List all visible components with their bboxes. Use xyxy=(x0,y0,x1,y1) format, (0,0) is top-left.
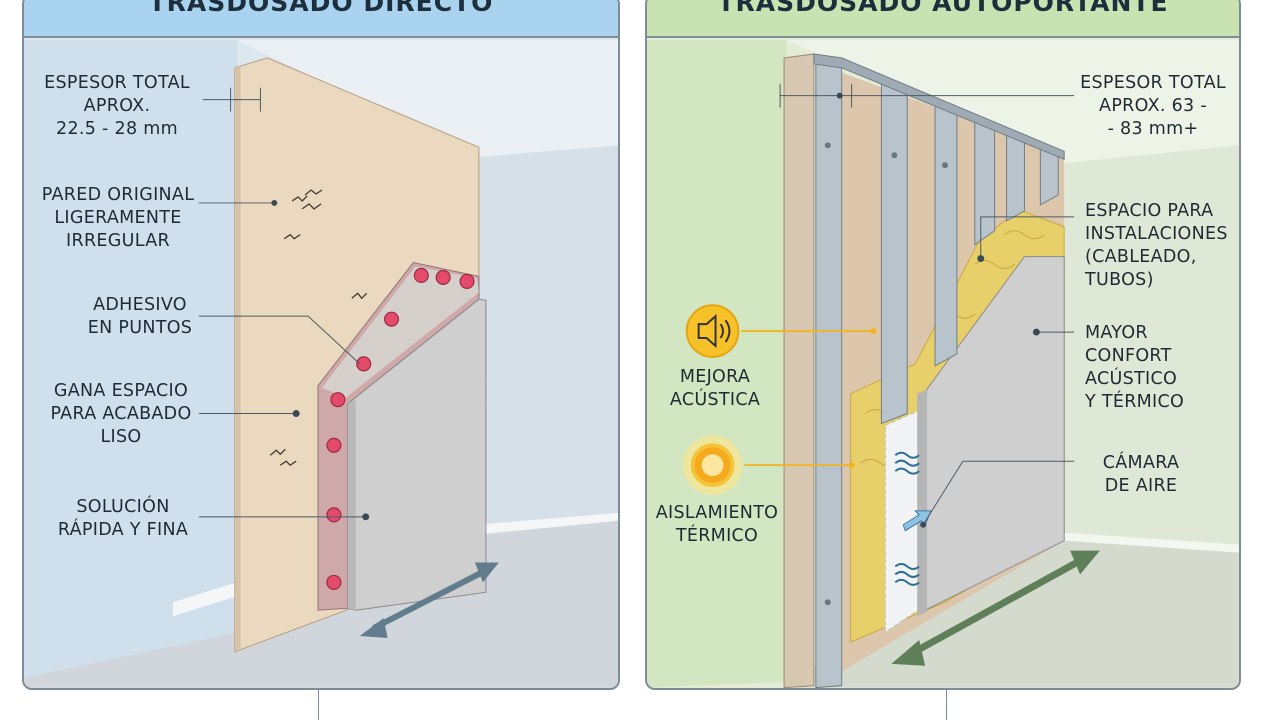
label-line: LISO xyxy=(100,427,142,447)
quick-solution-label: SOLUCIÓN RÁPIDA Y FINA xyxy=(42,496,204,542)
label-line: ACÚSTICO xyxy=(1085,369,1178,389)
plaster-board-edge xyxy=(917,389,928,617)
metal-stud xyxy=(974,118,996,246)
space-gain-label: GANA ESPACIO PARA ACABADO LISO xyxy=(38,380,204,449)
wall-irregularity-marks xyxy=(269,189,368,467)
thermal-label: AISLAMIENTO TÉRMICO xyxy=(649,502,785,548)
room-ceiling xyxy=(786,40,1239,164)
comfort-label: MAYOR CONFORT ACÚSTICO Y TÉRMICO xyxy=(1085,322,1239,414)
panel-trasdosado-directo: TRASDOSADO DIRECTO xyxy=(22,0,620,690)
label-line: IRREGULAR xyxy=(66,231,170,251)
double-arrow-icon xyxy=(359,562,499,639)
label-line: GANA ESPACIO xyxy=(53,381,189,401)
panel-title: TRASDOSADO DIRECTO xyxy=(24,0,618,38)
thickness-label: ESPESOR TOTAL APROX. 22.5 - 28 mm xyxy=(32,72,202,141)
icon-leader-lines xyxy=(741,330,874,467)
direct-lining-illustration xyxy=(24,40,618,688)
label-line: AISLAMIENTO xyxy=(655,503,779,523)
stud-holes xyxy=(824,142,948,606)
label-line: TÉRMICO xyxy=(675,526,759,546)
label-line: Y TÉRMICO xyxy=(1085,392,1185,412)
label-line: DE AIRE xyxy=(1104,476,1178,496)
adhesive-dot xyxy=(356,356,372,372)
adhesive-dot xyxy=(459,273,475,289)
adhesive-dot xyxy=(435,269,451,285)
label-line: ACÚSTICA xyxy=(669,390,761,410)
label-line: RÁPIDA Y FINA xyxy=(57,520,189,540)
baseboard-right xyxy=(475,512,618,535)
adhesive-dot xyxy=(326,437,342,453)
label-line: INSTALACIONES xyxy=(1085,224,1228,244)
original-wall-edge xyxy=(234,65,241,652)
sun-icon xyxy=(682,435,743,495)
double-arrow-icon xyxy=(891,550,1100,666)
label-line: 22.5 - 28 mm xyxy=(56,119,178,139)
label-line: CÁMARA xyxy=(1102,453,1180,473)
label-line: - 83 mm+ xyxy=(1107,119,1199,139)
room-floor xyxy=(786,540,1239,688)
panel-title: TRASDOSADO AUTOPORTANTE xyxy=(647,0,1239,38)
label-line: ESPESOR TOTAL xyxy=(44,73,190,93)
label-line: TUBOS) xyxy=(1085,270,1154,290)
adhesive-dot xyxy=(330,392,346,408)
speaker-icon xyxy=(685,304,740,358)
installations-label: ESPACIO PARA INSTALACIONES (CABLEADO, TU… xyxy=(1085,200,1239,292)
label-line: APROX. xyxy=(83,96,151,116)
left-room-wall xyxy=(24,40,238,678)
connector-line xyxy=(318,690,319,720)
plaster-board-edge xyxy=(347,399,356,611)
left-room-wall xyxy=(647,40,787,688)
metal-stud xyxy=(815,55,843,688)
metal-stud xyxy=(934,100,958,367)
label-line: PARA ACABADO xyxy=(50,404,192,424)
label-line: ADHESIVO xyxy=(93,295,187,315)
air-chamber-label: CÁMARA DE AIRE xyxy=(1071,452,1211,498)
panel-trasdosado-autoportante: TRASDOSADO AUTOPORTANTE xyxy=(645,0,1241,690)
original-wall xyxy=(783,53,815,688)
adhesive-dot xyxy=(413,267,429,283)
label-line: EN PUNTOS xyxy=(87,318,193,338)
self-supporting-lining-illustration xyxy=(647,40,1239,688)
icon-leader-dots xyxy=(848,328,877,469)
metal-stud xyxy=(1006,134,1025,222)
label-line: ESPESOR TOTAL xyxy=(1080,73,1226,93)
leader-dots xyxy=(271,199,370,521)
room-side-wall xyxy=(475,145,618,533)
metal-studs xyxy=(815,55,1059,688)
label-line: CONFORT xyxy=(1085,346,1172,366)
air-waves-icon xyxy=(894,451,920,586)
adhesive-dot xyxy=(326,507,342,523)
leader-dots xyxy=(836,92,1040,528)
baseboard-right xyxy=(1064,532,1239,553)
leader-lines xyxy=(198,87,366,518)
adhesive-dots xyxy=(326,267,475,590)
metal-stud xyxy=(880,79,908,425)
thickness-label: ESPESOR TOTAL APROX. 63 - - 83 mm+ xyxy=(1071,72,1235,141)
acoustic-label: MEJORA ACÚSTICA xyxy=(657,366,773,412)
label-line: LIGERAMENTE xyxy=(54,208,182,228)
label-line: ESPACIO PARA xyxy=(1085,201,1214,221)
label-line: MEJORA xyxy=(679,367,751,387)
label-line: (CABLEADO, xyxy=(1085,247,1197,267)
airflow-arrow-icon xyxy=(902,510,932,532)
adhesive-label: ADHESIVO EN PUNTOS xyxy=(76,294,204,340)
baseboard-left xyxy=(172,582,237,617)
connector-line xyxy=(946,690,947,720)
adhesive-dot xyxy=(326,574,342,590)
leader-lines xyxy=(779,83,1075,526)
original-wall-label: PARED ORIGINAL LIGERAMENTE IRREGULAR xyxy=(30,184,206,253)
label-line: PARED ORIGINAL xyxy=(41,185,195,205)
room-side-wall xyxy=(1064,145,1239,553)
label-line: MAYOR xyxy=(1085,323,1148,343)
top-track xyxy=(813,53,1065,160)
label-line: SOLUCIÓN xyxy=(76,497,170,517)
label-line: APROX. 63 - xyxy=(1099,96,1207,116)
adhesive-dot xyxy=(383,311,400,327)
room-ceiling xyxy=(237,40,618,158)
